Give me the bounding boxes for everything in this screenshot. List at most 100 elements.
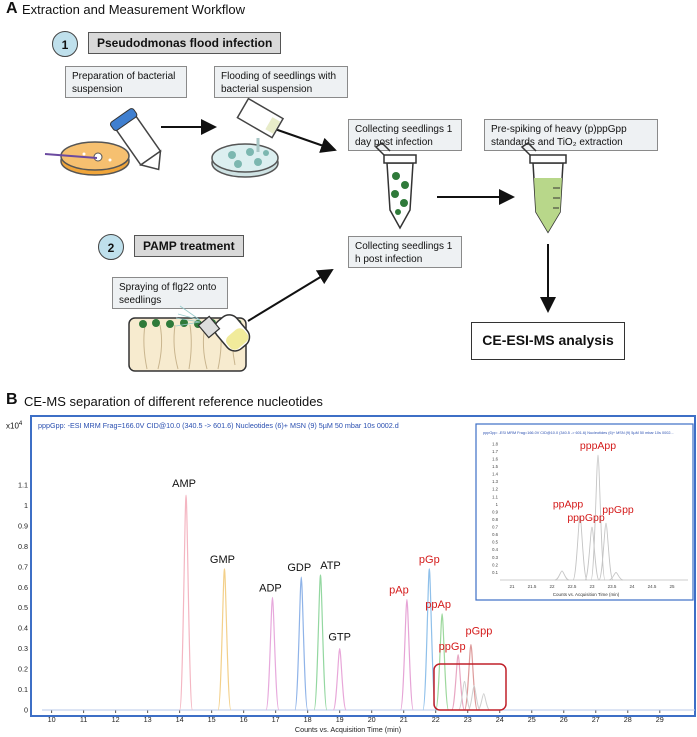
- x-tick-label: 13: [144, 715, 152, 724]
- pouring-tube-icon: [236, 97, 285, 139]
- chart-header: pppGpp: -ESI MRM Frag=166.0V CID@10.0 (3…: [38, 421, 399, 430]
- x-tick-label: 17: [272, 715, 280, 724]
- x-tick-label: 10: [48, 715, 56, 724]
- inset-x-tick-label: 24: [629, 584, 635, 589]
- inset-y-tick-label: 0.3: [492, 555, 498, 560]
- peak-label-gdp: GDP: [287, 562, 311, 574]
- peak-ppap: [435, 613, 450, 711]
- x-tick-label: 14: [176, 715, 184, 724]
- inset-x-tick-label: 22.5: [568, 584, 577, 589]
- y-tick-label: 0.9: [18, 521, 28, 530]
- step-1-badge: 1: [52, 31, 78, 57]
- inset-x-tick-label: 22: [549, 584, 555, 589]
- inset-y-tick-label: 1.3: [492, 479, 498, 484]
- arrow-spray-to-collect: [247, 268, 334, 322]
- y-tick-label: 0.7: [18, 562, 28, 571]
- x-tick-label: 25: [528, 715, 536, 724]
- inset-peak: [598, 522, 614, 581]
- peak-label-adp: ADP: [259, 583, 282, 595]
- inset-y-tick-label: 0.8: [492, 517, 498, 522]
- x-tick-label: 29: [656, 715, 664, 724]
- inset-y-tick-label: 1.7: [492, 449, 498, 454]
- inset-x-tick-label: 21: [509, 584, 515, 589]
- peak-pap: [399, 598, 414, 711]
- y-tick-label: 1: [24, 501, 28, 510]
- y-tick-label: 0.6: [18, 583, 28, 592]
- ce-esi-ms-analysis-box: CE-ESI-MS analysis: [471, 322, 625, 360]
- inset-peak: [572, 515, 588, 581]
- y-tick-label: 0.3: [18, 644, 28, 653]
- step-2-label: PAMP treatment: [134, 235, 244, 257]
- minor-peak: [477, 693, 491, 711]
- peak-label-amp: AMP: [172, 478, 196, 490]
- falcon-tube-icon: [110, 108, 162, 171]
- inset-x-tick-label: 23.5: [608, 584, 617, 589]
- peak-gtp: [332, 648, 347, 711]
- inset-y-tick-label: 1.2: [492, 487, 498, 492]
- inset-y-tick-label: 1.4: [492, 472, 498, 477]
- petri-dish-icon: [44, 141, 130, 176]
- x-tick-label: 19: [336, 715, 344, 724]
- inset-y-tick-label: 0.2: [492, 562, 498, 567]
- panel-b-title: CE-MS separation of different reference …: [24, 394, 323, 409]
- x-tick-label: 21: [400, 715, 408, 724]
- peak-pgp: [422, 568, 437, 711]
- x-tick-label: 27: [592, 715, 600, 724]
- y-exponent-label: x104: [6, 421, 22, 431]
- panel-a-title: Extraction and Measurement Workflow: [22, 2, 246, 17]
- panel-b-letter: B: [6, 391, 18, 408]
- y-tick-label: 1.1: [18, 481, 28, 490]
- y-tick-label: 0.8: [18, 542, 28, 551]
- y-tick-label: 0: [24, 706, 28, 715]
- inset-peak-traces: [554, 454, 624, 581]
- peak-gdp: [294, 576, 309, 711]
- inset-peak-label-ppgpp: ppGpp: [602, 504, 634, 516]
- inset-peak-label-ppapp: ppApp: [553, 499, 584, 511]
- peak-label-atp: ATP: [320, 560, 341, 572]
- electropherogram-chart: pppGpp: -ESI MRM Frag=166.0V CID@10.0 (3…: [18, 415, 696, 734]
- inset-x-axis-label: Counts vs. Acquisition Time (min): [553, 592, 620, 597]
- inset-peak: [590, 454, 606, 581]
- y-axis-ticks: 1.110.90.80.70.60.50.40.30.20.10: [18, 481, 28, 715]
- box-collect-1h: Collecting seedlings 1 h post infection: [348, 236, 462, 268]
- y-tick-label: 0.1: [18, 685, 28, 694]
- peak-label-gtp: GTP: [328, 632, 351, 644]
- inset-x-tick-label: 24.5: [648, 584, 657, 589]
- y-exponent-power: 4: [18, 421, 23, 427]
- x-tick-label: 28: [624, 715, 632, 724]
- box-prespiking: Pre-spiking of heavy (p)ppGpp standards …: [484, 119, 658, 151]
- panel-a-letter: A: [6, 0, 18, 17]
- inset-y-ticks: 1.81.71.61.51.41.31.21.110.90.80.70.60.5…: [492, 441, 498, 575]
- peak-label-ppap: ppAp: [425, 599, 451, 611]
- x-tick-label: 23: [464, 715, 472, 724]
- box-preparation: Preparation of bacterial suspension: [65, 66, 187, 98]
- x-tick-label: 18: [304, 715, 312, 724]
- inset-y-tick-label: 0.1: [492, 570, 498, 575]
- workflow-illustrations: [44, 97, 567, 372]
- box-flooding: Flooding of seedlings with bacterial sus…: [214, 66, 348, 98]
- peak-atp: [313, 574, 328, 711]
- inset-x-tick-label: 25: [669, 584, 675, 589]
- inset-peak: [554, 570, 570, 581]
- x-tick-label: 11: [80, 715, 87, 724]
- y-tick-label: 0.4: [18, 624, 28, 633]
- x-tick-label: 22: [432, 715, 440, 724]
- x-tick-label: 26: [560, 715, 568, 724]
- minor-peak: [467, 684, 481, 711]
- x-axis-label: Counts vs. Acquisition Time (min): [295, 725, 401, 734]
- inset-plot: pppGpp: -ESI MRM Frag=166.0V CID@10.0 (3…: [475, 423, 694, 601]
- inset-y-tick-label: 1.5: [492, 464, 498, 469]
- inset-y-tick-label: 1.8: [492, 441, 498, 446]
- step-2-badge: 2: [98, 234, 124, 260]
- inset-y-tick-label: 0.7: [492, 525, 498, 530]
- inset-peak-label-pppapp: pppApp: [580, 440, 616, 452]
- zoom-highlight-box: [433, 663, 507, 711]
- x-tick-label: 15: [208, 715, 216, 724]
- minor-peak: [458, 680, 472, 711]
- inset-peak: [584, 526, 600, 581]
- x-tick-label: 20: [368, 715, 376, 724]
- x-tick-label: 12: [112, 715, 120, 724]
- peak-gmp: [217, 568, 232, 711]
